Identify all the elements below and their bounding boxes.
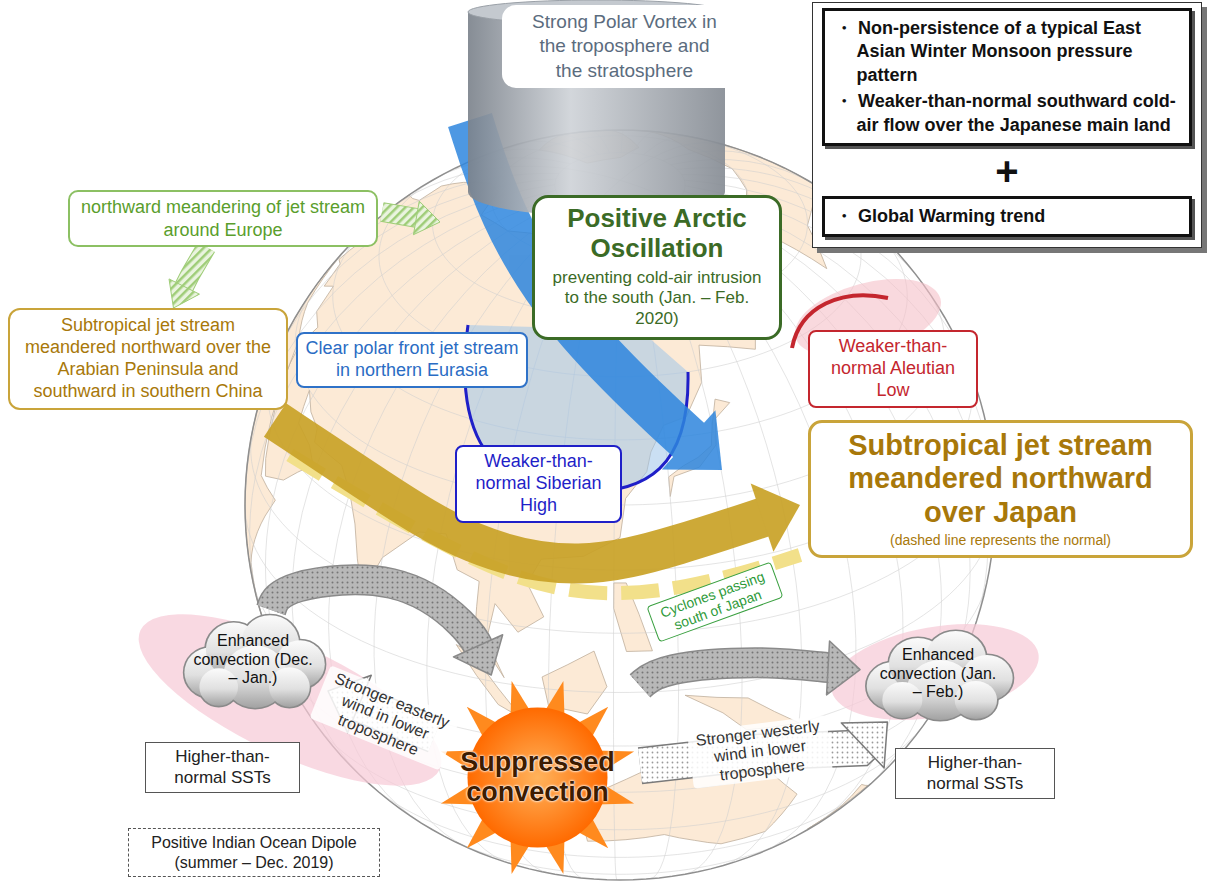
node-text: preventing cold-air intrusion to the sou…: [545, 268, 769, 329]
annotation-box: Weaker-than-normal Aleutian Low: [808, 330, 978, 408]
node-text: Weaker-than-normal Siberian High: [463, 451, 614, 517]
polar-vortex-cylinder: Strong Polar Vortex in the troposphere a…: [468, 0, 750, 215]
node-text: Subtropical jet stream meandered northwa…: [821, 429, 1180, 529]
node-text: Positive Indian Ocean Dipole (summer – D…: [135, 833, 373, 872]
cloud-fill: [867, 631, 1013, 720]
subtropical-jet-arrow: [275, 420, 800, 564]
node-text: Weaker-than-normal Aleutian Low: [816, 336, 970, 402]
arrow-head: [413, 201, 440, 235]
flow-arrow: [169, 247, 206, 308]
node-text: ・ Global Warming trend: [835, 205, 1179, 228]
arrow-outline: [640, 663, 834, 686]
cloud-outline: [867, 631, 1013, 720]
summary-box: ・ Global Warming trend: [822, 196, 1192, 237]
suppressed-convection-sun: Suppressed convection: [435, 675, 640, 880]
node-text: Subtropical jet stream meandered northwa…: [18, 315, 278, 403]
annotation-box: Clear polar front jet stream in northern…: [296, 332, 528, 388]
node-text: Strong Polar Vortex in the troposphere a…: [502, 5, 747, 88]
arrow-shape: [275, 420, 800, 564]
flow-arrow: [640, 641, 860, 695]
convection-cloud: Enhanced convection (Jan. – Feb.): [860, 626, 1016, 722]
sst-box: Higher-than-normal SSTs: [145, 742, 300, 793]
arrow-outline: [182, 247, 206, 291]
summary-frame: + ・ Non-persistence of a typical East Asi…: [812, 2, 1202, 248]
arrow-head: [169, 279, 199, 308]
node-text: Enhanced convection (Dec. – Jan.): [192, 632, 314, 687]
arrow-shape: [640, 641, 860, 695]
warm-sst-region: [824, 609, 1046, 734]
cloud-outline: [184, 615, 324, 708]
arrow-body: [382, 212, 421, 219]
node-text: Suppressed convection: [435, 748, 640, 807]
arrow-shape: [169, 247, 206, 308]
jet-stream-box: Subtropical jet stream meandered northwa…: [808, 420, 1193, 558]
sst-box: Higher-than-normal SSTs: [895, 748, 1055, 799]
dipole-box: Positive Indian Ocean Dipole (summer – D…: [128, 828, 380, 877]
node-text: ・ Weaker-than-normal southward cold-air …: [835, 90, 1179, 137]
annotation-box: Cyclones passing south of Japan: [646, 562, 783, 643]
arrow-body: [182, 247, 206, 291]
node-text: +: [822, 146, 1192, 196]
arrow-body: [640, 663, 834, 686]
cloud-fill: [184, 615, 324, 708]
wind-label: Stronger easterly wind in lower troposph…: [309, 665, 460, 770]
wind-label: Stronger westerly wind in lower troposph…: [687, 715, 833, 789]
node-text: Enhanced convection (Jan. – Feb.): [874, 646, 1002, 701]
convection-cloud: Enhanced convection (Dec. – Jan.): [178, 610, 328, 710]
summary-box: ・ Non-persistence of a typical East Asia…: [822, 8, 1192, 146]
warm-sst-region: [117, 580, 463, 819]
node-text: Cyclones passing south of Japan: [652, 566, 778, 638]
arctic-oscillation-box: Positive Arctic Oscillationpreventing co…: [532, 195, 782, 340]
node-text: Clear polar front jet stream in northern…: [303, 338, 521, 382]
node-text: northward meandering of jet stream aroun…: [78, 196, 368, 241]
node-text: Higher-than-normal SSTs: [902, 753, 1048, 794]
annotation-box: Subtropical jet stream meandered northwa…: [8, 308, 288, 410]
europe-meander-arrow: [382, 201, 440, 235]
annotation-box: Weaker-than-normal Siberian High: [455, 445, 622, 523]
arrow-outline: [382, 212, 421, 219]
arrow-body: [275, 420, 770, 564]
arrow-head: [662, 410, 722, 470]
node-text: Positive Arctic Oscillation: [545, 204, 769, 264]
node-text: (dashed line represents the normal): [821, 532, 1180, 549]
arrow-head: [751, 483, 800, 551]
node-text: Higher-than-normal SSTs: [152, 747, 293, 788]
arrow-head: [841, 722, 887, 768]
annotation-box: northward meandering of jet stream aroun…: [68, 190, 378, 247]
node-text: ・ Non-persistence of a typical East Asia…: [835, 17, 1179, 87]
arrow-head: [453, 635, 502, 675]
arrow-shape: [382, 201, 440, 235]
arrow-head: [827, 641, 860, 695]
